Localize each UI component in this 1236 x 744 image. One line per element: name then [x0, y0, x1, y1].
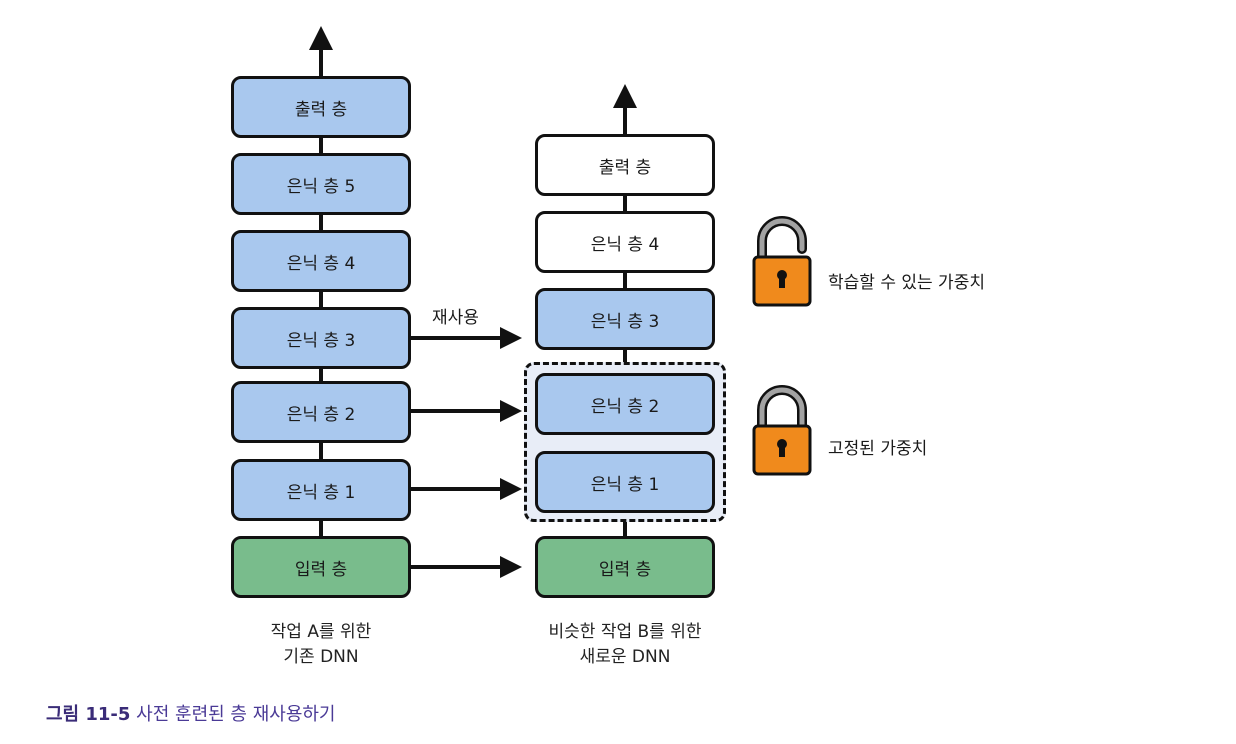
dnn-b-output-label: 출력 층: [598, 157, 652, 178]
dnn-b-hidden-layer-2: 은닉 층 2: [535, 373, 715, 435]
dnn-b-hidden-layer-4: 은닉 층 4: [535, 211, 715, 273]
figure-title: 사전 훈련된 층 재사용하기: [136, 704, 336, 725]
dnn-a-caption-line2: 기존 DNN: [283, 647, 359, 667]
dnn-a-input-label: 입력 층: [294, 559, 348, 580]
reuse-arrowhead-hidden3: [500, 327, 522, 349]
trainable-weights-label: 학습할 수 있는 가중치: [828, 273, 985, 293]
reuse-arrowhead-hidden2: [500, 400, 522, 422]
reuse-label: 재사용: [432, 308, 479, 328]
dnn-a-caption-line1: 작업 A를 위한: [270, 622, 372, 642]
dnn-a-hidden5-label: 은닉 층 5: [286, 176, 356, 197]
dnn-b-hidden4-label: 은닉 층 4: [590, 234, 660, 255]
dnn-b-caption: 비슷한 작업 B를 위한 새로운 DNN: [495, 620, 755, 670]
dnn-a-hidden-layer-1: 은닉 층 1: [231, 459, 411, 521]
dnn-a-hidden-layer-4: 은닉 층 4: [231, 230, 411, 292]
dnn-b-hidden3-label: 은닉 층 3: [590, 311, 660, 332]
dnn-a-output-label: 출력 층: [294, 99, 348, 120]
locked-padlock-icon: [752, 385, 812, 476]
dnn-b-hidden1-label: 은닉 층 1: [590, 474, 660, 495]
unlocked-padlock-icon: [752, 216, 812, 307]
dnn-a-hidden4-label: 은닉 층 4: [286, 253, 356, 274]
dnn-a-output-layer: 출력 층: [231, 76, 411, 138]
dnn-b-top-arrowhead: [613, 84, 637, 108]
dnn-b-caption-line1: 비슷한 작업 B를 위한: [548, 622, 702, 642]
dnn-b-hidden-layer-1: 은닉 층 1: [535, 451, 715, 513]
dnn-a-input-layer: 입력 층: [231, 536, 411, 598]
dnn-b-input-layer: 입력 층: [535, 536, 715, 598]
dnn-a-hidden3-label: 은닉 층 3: [286, 330, 356, 351]
dnn-b-input-label: 입력 층: [598, 559, 652, 580]
reuse-arrowhead-hidden1: [500, 478, 522, 500]
dnn-a-hidden1-label: 은닉 층 1: [286, 482, 356, 503]
dnn-a-caption: 작업 A를 위한 기존 DNN: [191, 620, 451, 670]
dnn-a-hidden-layer-5: 은닉 층 5: [231, 153, 411, 215]
dnn-b-hidden2-label: 은닉 층 2: [590, 396, 660, 417]
reuse-arrowhead-input: [500, 556, 522, 578]
dnn-a-hidden2-label: 은닉 층 2: [286, 404, 356, 425]
frozen-weights-label: 고정된 가중치: [828, 439, 928, 459]
dnn-b-hidden-layer-3: 은닉 층 3: [535, 288, 715, 350]
figure-caption: 그림 11-5 사전 훈련된 층 재사용하기: [46, 700, 336, 726]
dnn-a-hidden-layer-3: 은닉 층 3: [231, 307, 411, 369]
dnn-b-caption-line2: 새로운 DNN: [579, 647, 671, 667]
dnn-b-output-layer: 출력 층: [535, 134, 715, 196]
figure-number: 그림 11-5: [46, 704, 131, 725]
dnn-a-top-arrowhead: [309, 26, 333, 50]
dnn-a-hidden-layer-2: 은닉 층 2: [231, 381, 411, 443]
